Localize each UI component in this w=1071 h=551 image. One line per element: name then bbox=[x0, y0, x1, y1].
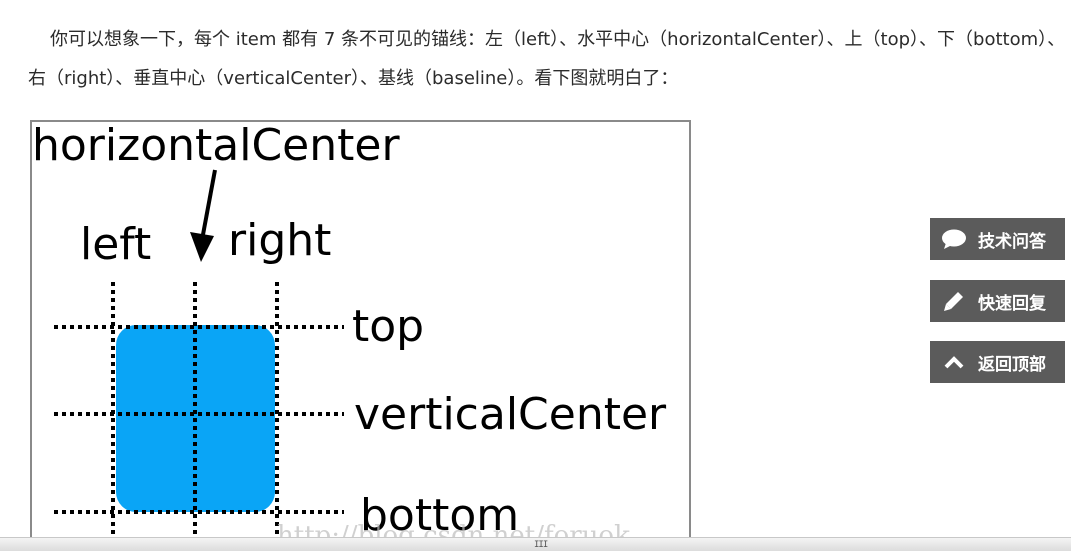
article-paragraph: 你可以想象一下，每个 item 都有 7 条不可见的锚线：左（left）、水平中… bbox=[28, 29, 1066, 89]
chevron-up-icon bbox=[930, 341, 978, 383]
speech-bubble-icon bbox=[930, 218, 978, 260]
left-label: left bbox=[80, 219, 151, 270]
horizontal-anchor-lines bbox=[54, 325, 344, 514]
back-to-top-label: 返回顶部 bbox=[978, 354, 1046, 375]
quick-reply-label: 快速回复 bbox=[978, 293, 1046, 314]
pencil-icon bbox=[930, 280, 978, 322]
watermark-text: http://blog.csdn.net/foruok bbox=[277, 521, 630, 540]
back-to-top-button[interactable]: 返回顶部 bbox=[930, 341, 1065, 383]
diagram-svg: horizontalCenter left right top vertical… bbox=[32, 122, 667, 540]
quick-reply-button[interactable]: 快速回复 bbox=[930, 280, 1065, 322]
horizontal-scrollbar[interactable]: III bbox=[0, 537, 1071, 551]
vertical-center-label: verticalCenter bbox=[354, 389, 667, 440]
tech-qa-label: 技术问答 bbox=[978, 231, 1046, 252]
article-body: 你可以想象一下，每个 item 都有 7 条不可见的锚线：左（left）、水平中… bbox=[28, 20, 1068, 98]
horizontal-center-label: horizontalCenter bbox=[32, 122, 400, 171]
bottom-label: bottom bbox=[360, 490, 519, 540]
tech-qa-button[interactable]: 技术问答 bbox=[930, 218, 1065, 260]
scroll-grip-icon[interactable]: III bbox=[534, 540, 548, 550]
anchor-lines-diagram: horizontalCenter left right top vertical… bbox=[30, 120, 691, 540]
arrow-icon bbox=[190, 169, 217, 262]
top-label: top bbox=[352, 301, 424, 352]
right-label: right bbox=[228, 215, 331, 266]
